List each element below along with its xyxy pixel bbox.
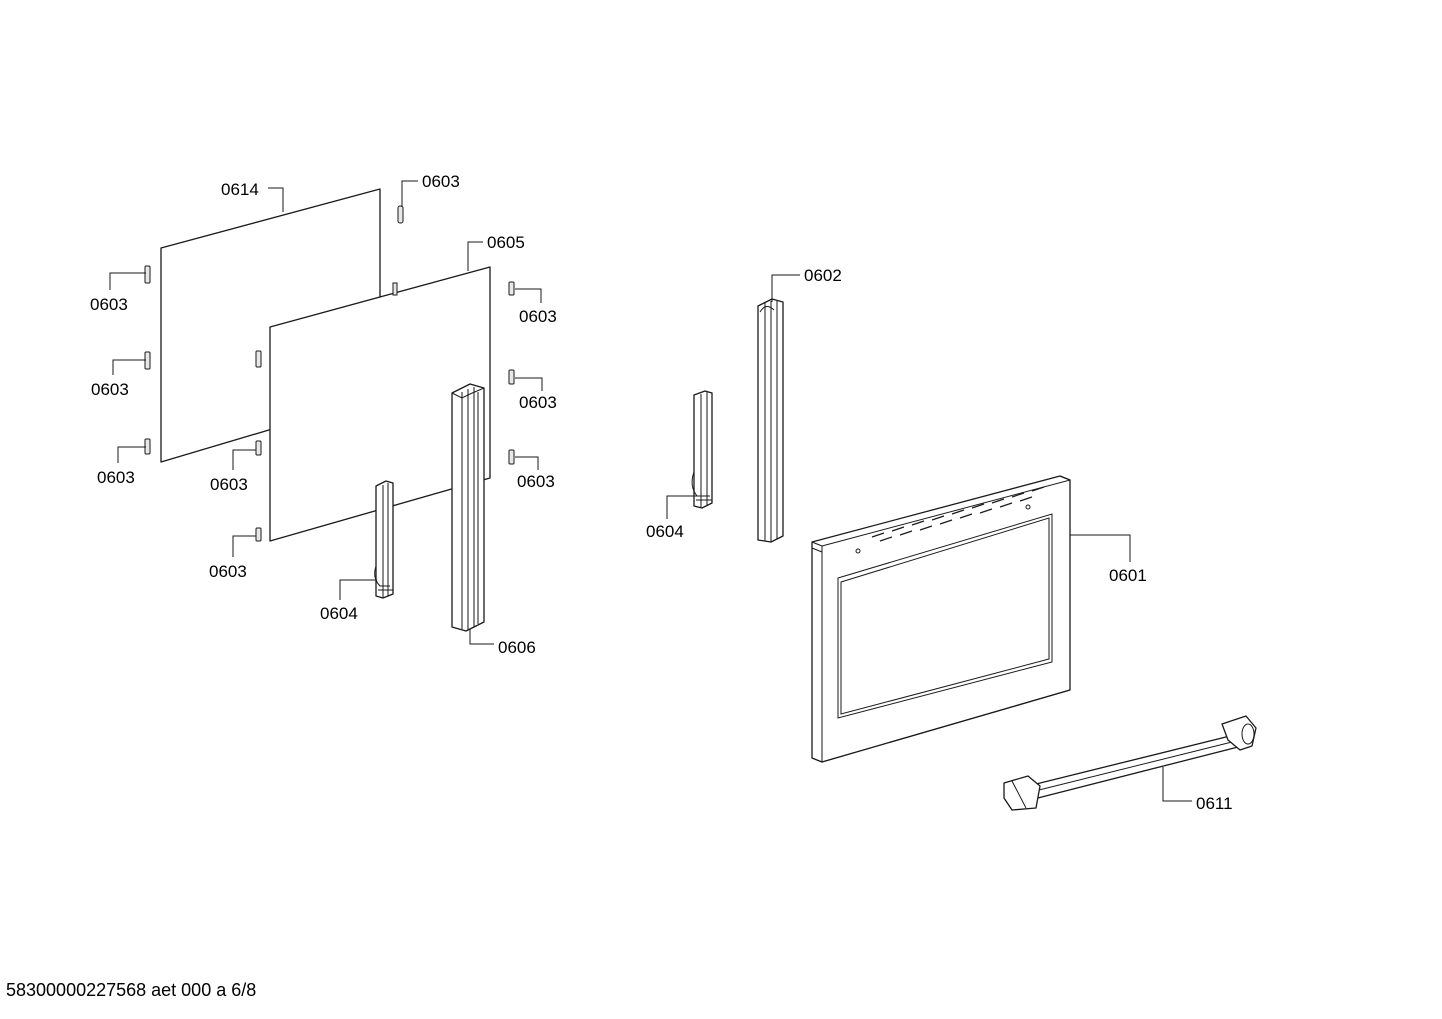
- callout-labels: 0614 0603 0603 0603 0603 0605 0603 0603 …: [90, 172, 1233, 813]
- glass-pane-inner: [269, 266, 491, 542]
- side-profile-left: [451, 383, 485, 632]
- clip-right-1: [508, 281, 515, 296]
- callout-clip-outer-3: 0603: [97, 468, 135, 487]
- clip-between-panes: [392, 282, 398, 296]
- callout-clip-top: 0603: [422, 172, 460, 191]
- callout-hinge-bracket-left: 0604: [320, 604, 358, 623]
- side-profile-right: [757, 298, 784, 543]
- callout-clip-right-3: 0603: [517, 472, 555, 491]
- callout-clip-inner-2: 0603: [209, 562, 247, 581]
- drawing-reference-code: 58300000227568 aet 000 a 6/8: [6, 980, 257, 1000]
- leader-lines: [109, 180, 1192, 802]
- callout-door-frame: 0601: [1109, 566, 1147, 585]
- door-handle: [1003, 715, 1257, 811]
- callout-clip-right-2: 0603: [519, 393, 557, 412]
- clip-top: [397, 205, 404, 224]
- clip-inner-1: [255, 440, 262, 456]
- callout-side-profile-right: 0602: [804, 266, 842, 285]
- clip-right-2: [508, 369, 515, 385]
- callout-clip-outer-2: 0603: [91, 380, 129, 399]
- hinge-bracket-left: [374, 480, 394, 599]
- callout-glass-pane-inner: 0605: [487, 233, 525, 252]
- callout-door-handle: 0611: [1196, 794, 1233, 813]
- clip-inner-2: [255, 527, 262, 542]
- clip-inner-0: [255, 350, 262, 368]
- callout-glass-pane-outer: 0614: [221, 180, 259, 199]
- callout-side-profile-left: 0606: [498, 638, 536, 657]
- callout-hinge-bracket-right: 0604: [646, 522, 684, 541]
- callout-clip-right-1: 0603: [519, 307, 557, 326]
- callout-clip-inner-1: 0603: [210, 475, 248, 494]
- door-frame: [811, 475, 1071, 763]
- callout-clip-outer-1: 0603: [90, 295, 128, 314]
- clip-outer-1: [144, 265, 151, 284]
- hinge-bracket-right: [691, 390, 713, 509]
- clip-right-3: [508, 449, 515, 465]
- door-frame-vent-slots: [871, 486, 1045, 542]
